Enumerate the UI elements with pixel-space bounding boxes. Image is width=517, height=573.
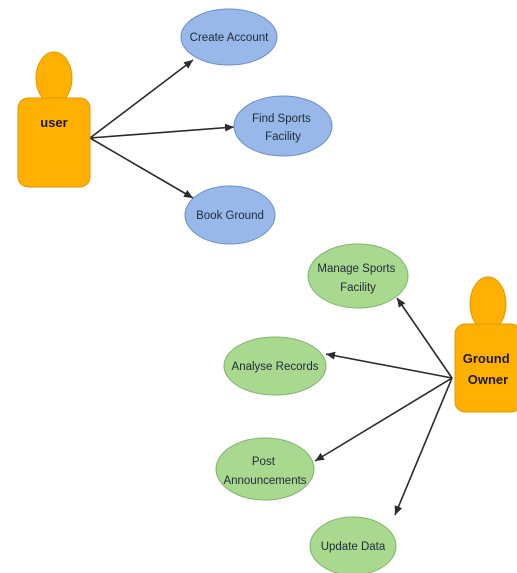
use-case-update-data[interactable]: Update Data [309,516,397,573]
create-account-label: Create Account [190,32,269,44]
arrow-owner-to-post-announcements [314,377,453,462]
user-associations [89,59,235,199]
post-announcements-label: Post Announcements [223,456,306,487]
arrow-owner-to-analyse-records [325,351,453,379]
use-case-find-sports-facility[interactable]: Find Sports Facility [233,95,333,157]
use-case-manage-sports-facility[interactable]: Manage Sports Facility [307,243,409,309]
update-data-label: Update Data [321,541,386,553]
actor-user: user [17,51,91,188]
user-body-icon [17,97,91,188]
owner-label: Ground Owner [463,351,514,387]
user-head-icon [35,51,73,105]
use-case-book-ground[interactable]: Book Ground [184,185,276,245]
owner-head-icon [469,276,507,332]
book-ground-label: Book Ground [196,210,264,222]
find-sports-facility-label: Find Sports Facility [252,113,314,143]
arrow-user-to-find-sports-facility [89,123,235,139]
owner-body-icon [454,323,517,413]
use-case-post-announcements[interactable]: Post Announcements [215,437,315,501]
arrow-user-to-create-account [89,59,194,139]
analyse-records-label: Analyse Records [232,361,319,373]
user-label: user [40,115,67,130]
arrow-user-to-book-ground [89,137,194,199]
arrow-owner-to-update-data [394,377,453,516]
use-case-analyse-records[interactable]: Analyse Records [223,336,327,396]
actor-ground-owner: Ground Owner [454,276,517,413]
owner-associations [314,297,453,516]
use-case-create-account[interactable]: Create Account [180,8,278,66]
arrow-owner-to-manage-sports-facility [396,297,453,379]
manage-sports-facility-label: Manage Sports Facility [317,263,398,294]
